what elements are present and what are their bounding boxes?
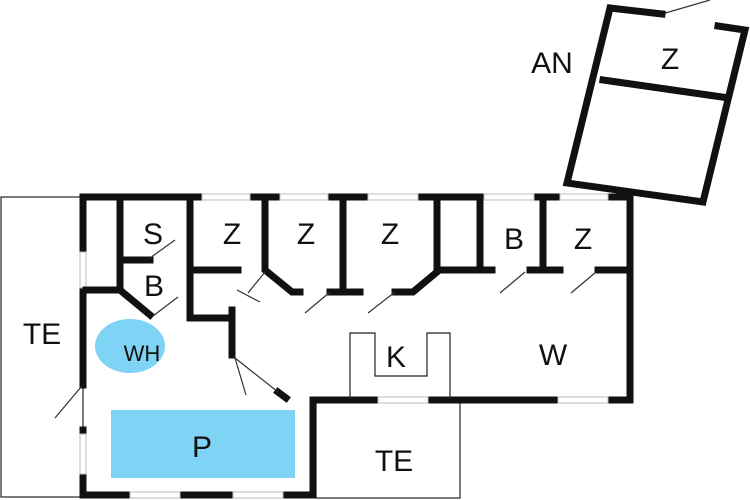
pool [111,410,295,478]
room-label-bathroom-right: B [504,223,524,256]
room-label-kitchen: K [386,341,406,374]
room-label-bathroom-left: B [144,270,164,303]
room-label-terrace-left: TE [23,318,61,351]
room-label-bedroom-2: Z [297,218,315,251]
room-label-annex-bedroom: Z [661,43,679,76]
room-label-annex: AN [531,47,573,80]
kitchen-counter [349,332,451,398]
room-label-bedroom-3: Z [381,218,399,251]
annex-walls [562,4,750,206]
outer-walls [79,193,634,499]
whirlpool [95,319,165,373]
room-label-whirlpool: WH [124,341,161,366]
windows [79,193,609,499]
room-label-storage: S [143,218,163,251]
room-label-pool: P [192,431,212,464]
door-swings [54,0,711,419]
room-label-bedroom-4: Z [574,223,592,256]
room-label-terrace-bottom: TE [375,445,413,478]
room-label-bedroom-1: Z [223,218,241,251]
interior-walls [82,193,634,403]
room-label-living: W [539,339,568,372]
